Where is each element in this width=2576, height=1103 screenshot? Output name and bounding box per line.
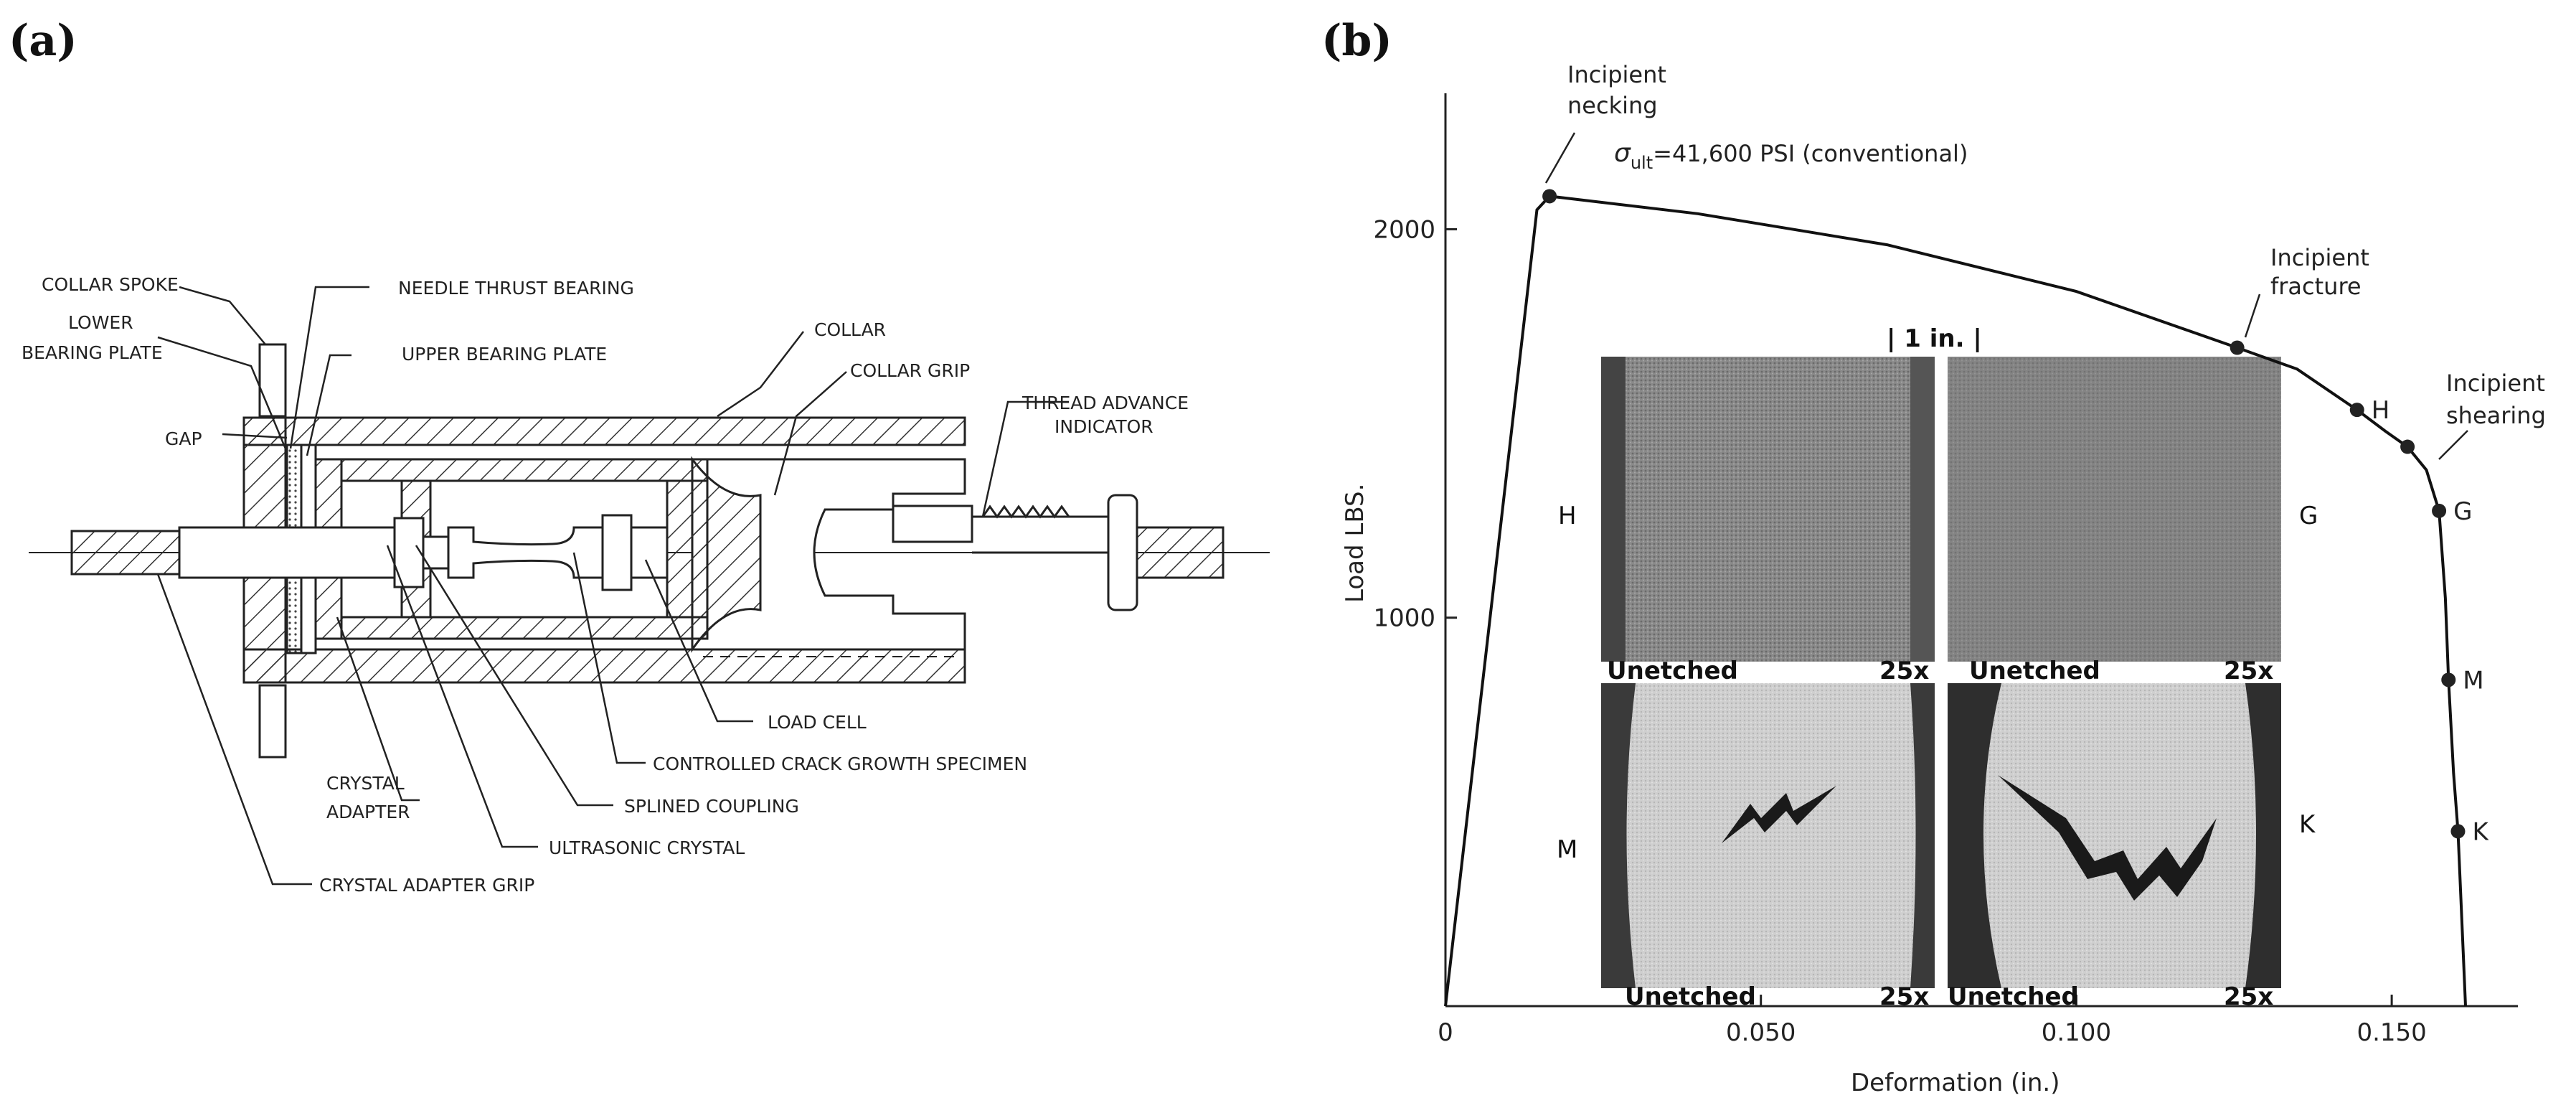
fracture-line-2: fracture <box>2270 273 2362 300</box>
fracture-line-1: Incipient <box>2270 244 2369 271</box>
label-collar: COLLAR <box>814 319 886 340</box>
necking-line-1: Incipient <box>1567 61 1666 88</box>
y-tick-label-1: 2000 <box>1373 215 1435 244</box>
data-point-6 <box>2450 824 2466 839</box>
label-load-cell: LOAD CELL <box>768 712 867 733</box>
label-upper-bearing-plate: UPPER BEARING PLATE <box>402 344 607 365</box>
x-tick-label-0: 0 <box>1438 1018 1453 1047</box>
micrograph-scale: | 1 in. | <box>1887 324 1982 353</box>
panel-label-b: (b) <box>1321 16 1392 66</box>
panel-label-a: (a) <box>9 16 77 66</box>
label-lower-bearing-2: BEARING PLATE <box>22 342 163 363</box>
label-ultrasonic-crystal: ULTRASONIC CRYSTAL <box>549 837 745 858</box>
micrograph-m <box>1601 683 1935 988</box>
image-letter-m: M <box>1557 835 1577 864</box>
shearing-line-2: shearing <box>2446 402 2546 429</box>
label-needle-thrust: NEEDLE THRUST BEARING <box>398 278 634 299</box>
label-controlled-crack: CONTROLLED CRACK GROWTH SPECIMEN <box>653 754 1027 774</box>
load-curve <box>1444 194 2467 1007</box>
x-tick-label-2: 0.100 <box>2042 1018 2111 1047</box>
label-gap: GAP <box>165 428 202 449</box>
data-point-4 <box>2432 503 2447 518</box>
label-thread-advance-2: INDICATOR <box>1055 416 1153 437</box>
data-point-3 <box>2400 439 2415 454</box>
fixture-schematic: COLLAR SPOKE NEEDLE THRUST BEARING LOWER… <box>22 274 1270 896</box>
image-letter-g: G <box>2299 502 2318 530</box>
micrograph-k <box>1948 683 2281 988</box>
caption-m: Unetched <box>1625 982 1756 1011</box>
data-point-0 <box>1542 189 1557 204</box>
mag-h: 25x <box>1879 657 1929 685</box>
label-splined-coupling: SPLINED COUPLING <box>624 796 799 817</box>
point-label-m: M <box>2463 666 2483 695</box>
y-tick-label-0: 1000 <box>1373 604 1435 633</box>
image-letter-k: K <box>2299 810 2316 839</box>
label-collar-spoke: COLLAR SPOKE <box>42 274 179 295</box>
micrograph-grid: | 1 in. | Unetched 25x Unetched 25x Unet… <box>1557 324 2318 1011</box>
label-crystal-adapter-1: CRYSTAL <box>326 773 405 794</box>
point-label-g: G <box>2453 497 2472 526</box>
micrograph-h <box>1601 357 1935 662</box>
label-lower-bearing-1: LOWER <box>68 312 133 333</box>
sigma-ult-annotation: σult=41,600 PSI (conventional) <box>1614 139 1968 173</box>
label-collar-grip: COLLAR GRIP <box>850 360 970 381</box>
x-tick-label-1: 0.050 <box>1726 1018 1796 1047</box>
data-point-2 <box>2349 403 2364 418</box>
annotation-necking: Incipient necking σult=41,600 PSI (conve… <box>1544 61 1968 184</box>
shearing-line-1: Incipient <box>2446 370 2545 397</box>
label-crystal-adapter-grip: CRYSTAL ADAPTER GRIP <box>319 875 534 896</box>
caption-k: Unetched <box>1948 982 2079 1011</box>
annotation-shearing: Incipient shearing <box>2438 370 2546 460</box>
point-label-k: K <box>2472 817 2489 846</box>
micrograph-g <box>1948 357 2281 662</box>
image-letter-h: H <box>1558 502 1577 530</box>
necking-line-2: necking <box>1567 92 1658 119</box>
mag-g: 25x <box>2224 657 2273 685</box>
mag-m: 25x <box>1879 982 1929 1011</box>
data-point-5 <box>2441 672 2456 687</box>
x-tick-label-3: 0.150 <box>2356 1018 2426 1047</box>
caption-h: Unetched <box>1607 657 1738 685</box>
x-axis-label: Deformation (in.) <box>1851 1069 2060 1097</box>
point-label-h: H <box>2372 396 2390 425</box>
data-point-1 <box>2230 340 2245 355</box>
annotation-fracture: Incipient fracture <box>2244 244 2369 338</box>
load-deformation-chart: 0 0.050 0.100 0.150 1000 2000 Load LBS. Defor… <box>1341 61 2546 1097</box>
y-axis-label: Load LBS. <box>1341 484 1369 603</box>
caption-g: Unetched <box>1969 657 2100 685</box>
mag-k: 25x <box>2224 982 2273 1011</box>
label-crystal-adapter-2: ADAPTER <box>326 802 410 822</box>
label-thread-advance-1: THREAD ADVANCE <box>1022 393 1189 413</box>
